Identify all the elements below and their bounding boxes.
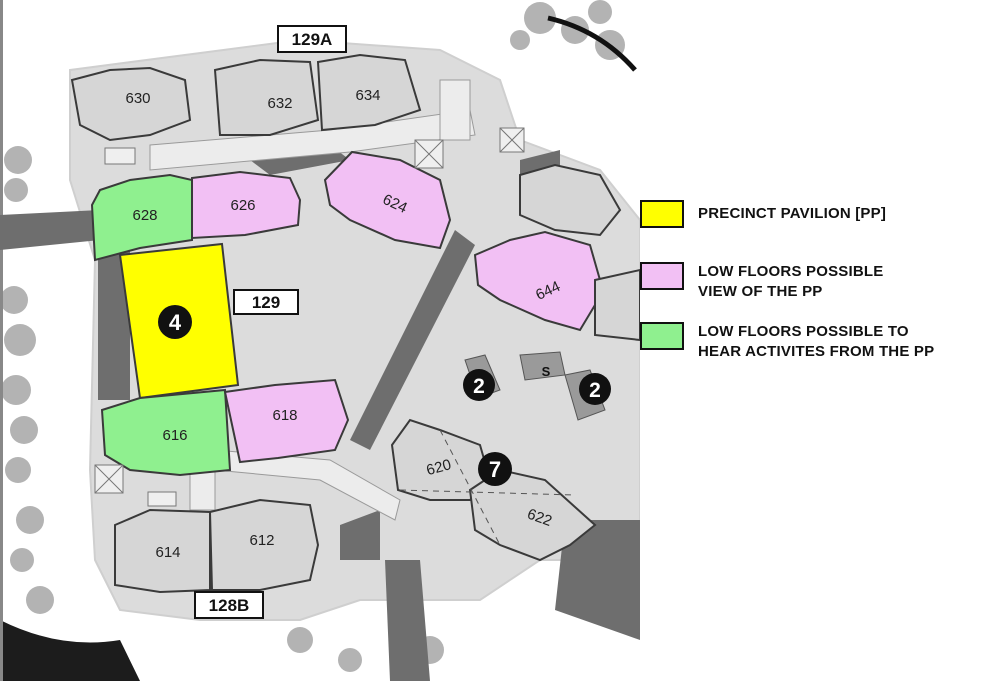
legend-label-pavilion: PRECINCT PAVILION [PP] — [698, 205, 887, 222]
block-618 — [223, 378, 350, 464]
shelters — [94, 127, 525, 507]
shelter-s-label: S — [542, 364, 551, 379]
pavilion-marker-label: 4 — [169, 310, 182, 335]
block-632 — [213, 58, 320, 136]
block-label-612: 612 — [249, 532, 274, 549]
block-614 — [114, 508, 211, 594]
pavilion-marker — [158, 305, 192, 339]
block-label-628: 628 — [132, 207, 157, 224]
block-634 — [316, 53, 422, 132]
street-label-middle-box — [233, 289, 299, 315]
legend-item-hear: LOW FLOORS POSSIBLE TO HEAR ACTIVITES FR… — [640, 322, 934, 362]
dashed-lines — [399, 429, 576, 546]
legend-label-hear: LOW FLOORS POSSIBLE TO HEAR ACTIVITES FR… — [698, 323, 935, 360]
marker-7 — [478, 452, 512, 486]
street-label-middle: 129 — [252, 293, 280, 312]
legend-swatch-view — [640, 262, 684, 290]
block-628 — [90, 173, 193, 262]
block-label-618: 618 — [272, 407, 297, 424]
block-label-626: 626 — [230, 197, 255, 214]
road-edge-bottom-left — [0, 620, 140, 681]
street-label-bottom-box — [194, 591, 264, 619]
legend-label-view: LOW FLOORS POSSIBLE VIEW OF THE PP — [698, 263, 884, 300]
marker-2-right — [579, 373, 611, 405]
legend-swatch-hear — [640, 322, 684, 350]
block-label-630: 630 — [125, 90, 150, 107]
legend-swatch-pavilion — [640, 200, 684, 228]
marker-7-label: 7 — [489, 457, 501, 482]
block-616 — [100, 388, 232, 477]
block-624 — [323, 150, 452, 250]
legend-item-view: LOW FLOORS POSSIBLE VIEW OF THE PP — [640, 262, 883, 302]
marker-2-right-label: 2 — [589, 379, 601, 402]
block-small-right — [519, 163, 622, 237]
block-626 — [191, 170, 302, 240]
marker-2-left-label: 2 — [473, 375, 485, 398]
road-edge-top-right — [547, 15, 637, 72]
site-map: 630 632 634 628 626 624 644 616 618 620 … — [0, 0, 640, 681]
street-label-top: 129A — [292, 30, 333, 49]
street-label-top-box — [277, 25, 347, 53]
block-label-632: 632 — [267, 95, 292, 112]
block-label-614: 614 — [155, 544, 180, 561]
corridors — [149, 79, 476, 521]
block-label-616: 616 — [162, 427, 187, 444]
block-630 — [70, 66, 192, 142]
block-edge-right — [594, 268, 640, 342]
legend-item-pavilion: PRECINCT PAVILION [PP] — [640, 200, 886, 228]
block-612 — [208, 498, 320, 591]
marker-2-left — [463, 369, 495, 401]
block-label-620: 620 — [425, 456, 454, 479]
block-label-634: 634 — [355, 87, 380, 104]
street-label-bottom: 128B — [209, 596, 250, 615]
